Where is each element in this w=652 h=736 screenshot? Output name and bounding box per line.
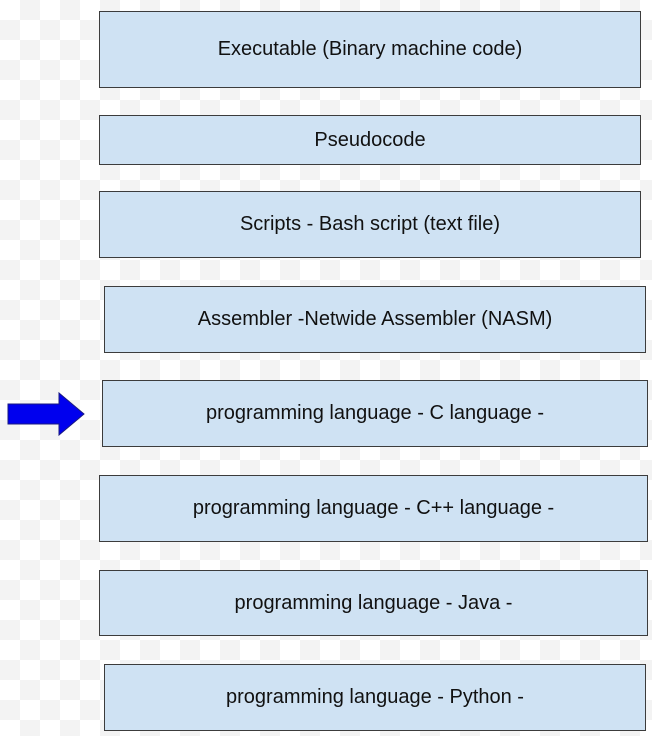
box-label: programming language - C++ language - bbox=[192, 497, 555, 519]
box-scripts: Scripts - Bash script (text file) bbox=[99, 191, 641, 258]
box-label: Assembler -Netwide Assembler (NASM) bbox=[197, 308, 553, 330]
box-java: programming language - Java - bbox=[99, 570, 648, 636]
arrow-right-icon bbox=[7, 392, 85, 436]
box-label: Executable (Binary machine code) bbox=[217, 38, 523, 60]
box-label: Scripts - Bash script (text file) bbox=[239, 213, 501, 235]
box-c-language: programming language - C language - bbox=[102, 380, 648, 447]
box-executable: Executable (Binary machine code) bbox=[99, 11, 641, 88]
box-label: programming language - C language - bbox=[206, 402, 544, 424]
box-label: Pseudocode bbox=[314, 128, 426, 151]
box-label: programming language - Java - bbox=[234, 591, 513, 614]
box-pseudocode: Pseudocode bbox=[99, 115, 641, 165]
box-label: programming language - Python - bbox=[226, 686, 524, 708]
box-assembler: Assembler -Netwide Assembler (NASM) bbox=[104, 286, 646, 353]
box-python: programming language - Python - bbox=[104, 664, 646, 731]
box-cpp-language: programming language - C++ language - bbox=[99, 475, 648, 542]
